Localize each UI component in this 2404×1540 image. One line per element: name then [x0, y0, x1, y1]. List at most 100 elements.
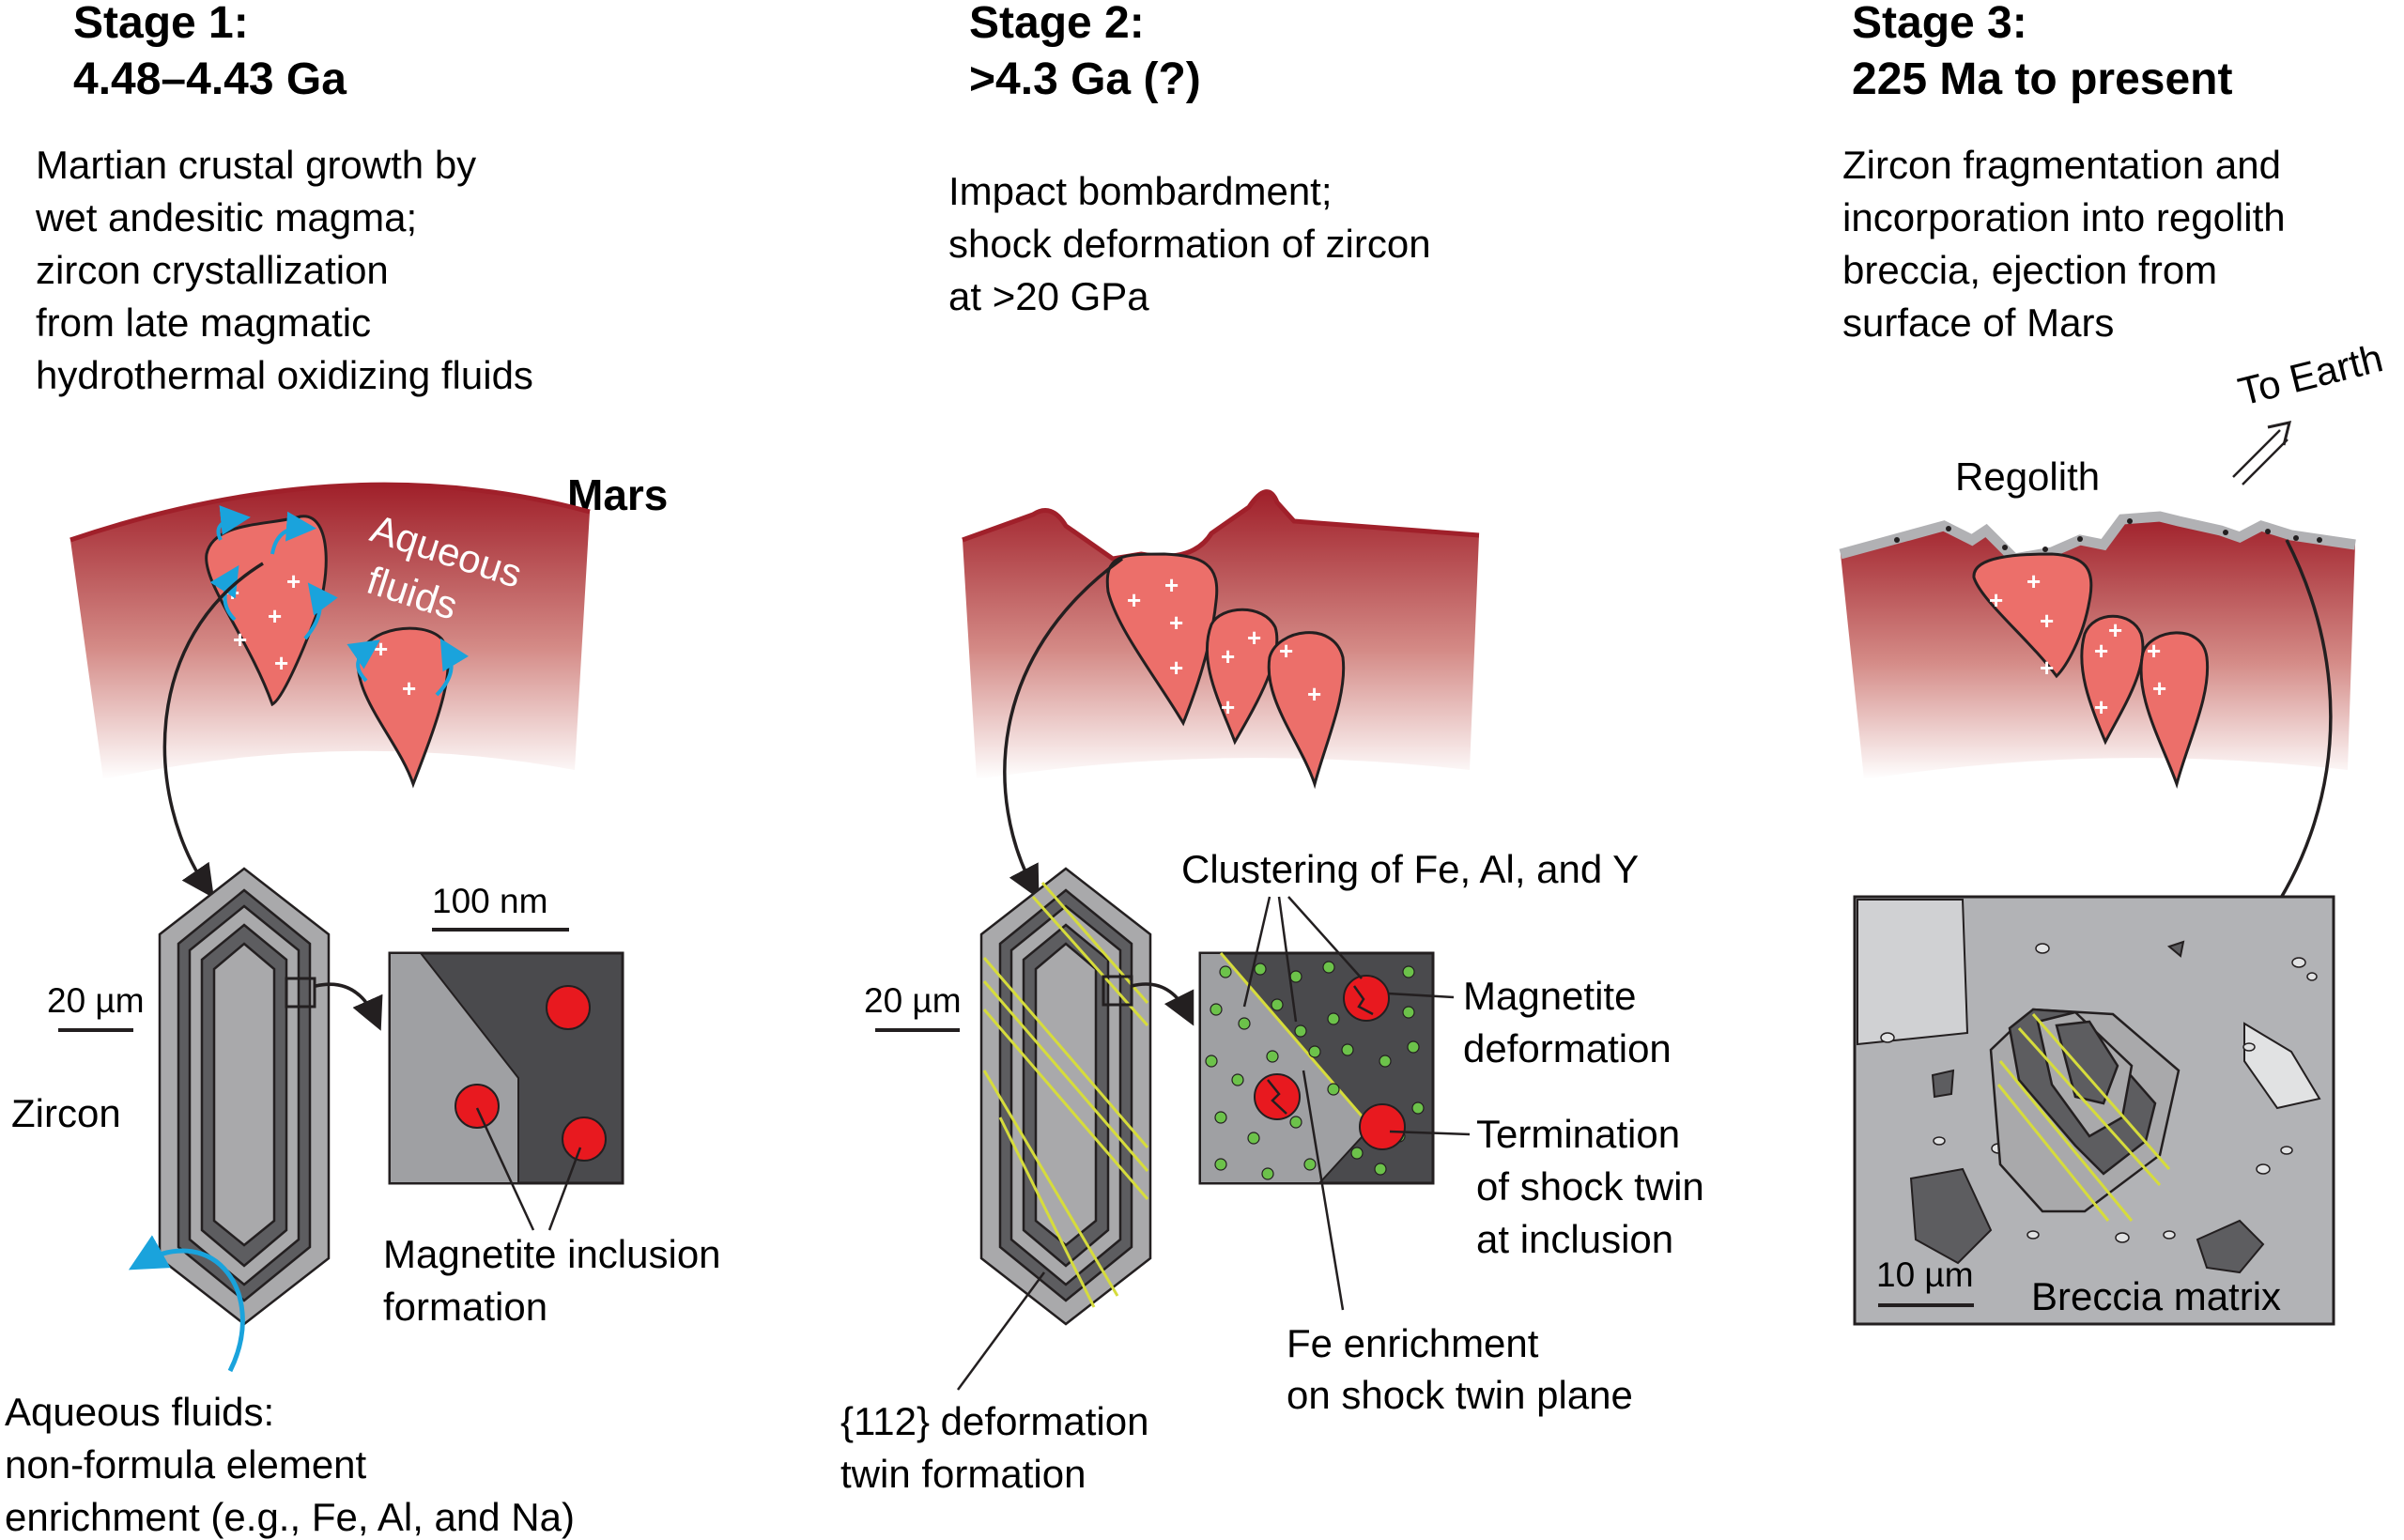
stage2-zoom-box: [1102, 975, 1133, 1007]
inclusion-label: Magnetite inclusion: [383, 1232, 721, 1276]
svg-text:+: +: [1307, 680, 1321, 708]
stage2-panel: Stage 2: >4.3 Ga (?) Impact bombardment;…: [840, 0, 1704, 1496]
stage2-zoom-arrow: [1131, 982, 1194, 1026]
stage1-pluton-crosses: +++ ++ ++: [225, 567, 416, 702]
fe-enrichment-leader: [1302, 1070, 1345, 1311]
stage3-scale-label: 10 µm: [1876, 1255, 1974, 1294]
stage3-pluton-crosses: +++ +++ +++: [1989, 567, 2166, 721]
svg-text:+: +: [1221, 693, 1235, 721]
stage2-crust-top: [962, 489, 1480, 562]
to-earth-arrow: [2232, 421, 2292, 485]
svg-text:+: +: [2040, 607, 2054, 635]
termination-label: of shock twin: [1476, 1164, 1704, 1209]
stage3-panel: Stage 3: 225 Ma to present Zircon fragme…: [1839, 0, 2387, 1326]
svg-text:+: +: [2094, 637, 2108, 665]
stage3-age: 225 Ma to present: [1852, 54, 2232, 104]
magnetite-deformation-label: deformation: [1463, 1026, 1672, 1070]
svg-text:+: +: [2040, 654, 2054, 682]
svg-text:+: +: [1164, 571, 1179, 599]
svg-text:+: +: [1989, 586, 2003, 614]
svg-text:+: +: [1169, 654, 1183, 682]
stage1-desc-line: hydrothermal oxidizing fluids: [36, 353, 533, 397]
stage2-title: Stage 2:: [969, 0, 1145, 48]
svg-text:+: +: [2147, 637, 2161, 665]
svg-text:+: +: [1247, 624, 1261, 652]
stage1-zoom-box: [285, 977, 316, 1009]
stage3-desc-line: surface of Mars: [1842, 300, 2114, 345]
svg-text:+: +: [1221, 642, 1235, 670]
stage3-pluton-mid: [2080, 614, 2145, 746]
stage1-desc-line: Martian crustal growth by: [36, 143, 476, 187]
stage2-zircon: [979, 867, 1152, 1326]
inclusion-label: formation: [383, 1285, 547, 1329]
to-earth-label: To Earth: [2234, 335, 2387, 413]
stage1-bottom-fluid-arrow: [128, 1235, 245, 1373]
svg-text:+: +: [1127, 586, 1141, 614]
zircon-label: Zircon: [11, 1091, 121, 1135]
stage1-zoom-arrow: [315, 982, 383, 1031]
stage3-regolith-layer: [1839, 511, 2356, 564]
regolith-label: Regolith: [1955, 454, 2100, 499]
svg-text:+: +: [2152, 674, 2166, 702]
stage1-fluid-arrows: [209, 505, 470, 697]
stage1-crust: [70, 485, 590, 779]
svg-text:+: +: [286, 567, 300, 595]
stage1-age: 4.48–4.43 Ga: [73, 54, 347, 104]
stage3-twin-lines: [1996, 1013, 2171, 1222]
svg-text:+: +: [374, 635, 388, 663]
svg-text:+: +: [2026, 567, 2041, 595]
stage1-scale-label: 20 µm: [47, 981, 145, 1020]
stage1-desc-line: from late magmatic: [36, 300, 371, 345]
stage1-panel: Stage 1: 4.48–4.43 Ga Martian crustal gr…: [5, 0, 721, 1539]
stage2-link-arrow: [1003, 557, 1124, 900]
fe-enrichment-label: on shock twin plane: [1287, 1373, 1633, 1417]
stage1-inset-scale-label: 100 nm: [432, 882, 547, 920]
fluid-note: enrichment (e.g., Fe, Al, and Na): [5, 1495, 575, 1539]
stage1-description: Martian crustal growth by wet andesitic …: [35, 143, 533, 397]
fluid-note: non-formula element: [5, 1442, 367, 1486]
svg-text:+: +: [2094, 693, 2108, 721]
stage2-desc-line: Impact bombardment;: [948, 169, 1333, 213]
stage1-magnetite-inclusions: [455, 985, 607, 1162]
svg-text:+: +: [233, 625, 247, 654]
stage2-desc-line: shock deformation of zircon: [948, 222, 1431, 266]
termination-label: Termination: [1476, 1112, 1680, 1156]
svg-text:+: +: [1169, 608, 1183, 637]
stage3-pluton-large: [1972, 552, 2093, 679]
stage2-pluton-mid: [1205, 608, 1279, 746]
fe-enrichment-label: Fe enrichment: [1287, 1321, 1539, 1365]
twin-leader: [956, 1271, 1046, 1391]
svg-text:+: +: [274, 649, 288, 677]
stage3-title: Stage 3:: [1852, 0, 2027, 48]
stage1-desc-line: wet andesitic magma;: [35, 195, 417, 239]
twin-formation-label: {112} deformation: [840, 1399, 1148, 1443]
stage1-zircon: [158, 867, 331, 1326]
svg-text:+: +: [268, 602, 282, 630]
termination-leader: [1389, 1130, 1471, 1136]
magnetite-deformation-label: Magnetite: [1463, 974, 1636, 1018]
stage2-age: >4.3 Ga (?): [969, 54, 1201, 104]
stage1-pluton-small: [356, 626, 450, 789]
stage1-crust-top: [69, 482, 591, 543]
stage1-inclusion-leaders: [475, 1107, 582, 1231]
magnetite-leader: [1387, 992, 1455, 999]
stage2-scale-label: 20 µm: [864, 981, 962, 1020]
stage1-link-arrow: [162, 562, 264, 899]
stage3-desc-line: Zircon fragmentation and: [1842, 143, 2281, 187]
svg-text:+: +: [402, 674, 416, 702]
twin-formation-label: twin formation: [840, 1452, 1086, 1496]
stage2-magnetite-inclusions: [1254, 975, 1406, 1150]
stage3-pluton-small: [2139, 631, 2210, 790]
stage2-pluton-small: [1267, 631, 1346, 790]
stage2-cluster-leaders: [1242, 896, 1363, 1023]
stage2-twin-lines: [982, 882, 1149, 1308]
stage2-cluster-dots: [1205, 961, 1425, 1180]
stage3-desc-line: incorporation into regolith: [1842, 195, 2286, 239]
stage3-desc-line: breccia, ejection from: [1842, 248, 2217, 292]
stage3-breccia-box: [1853, 895, 2335, 1326]
svg-text:+: +: [2108, 616, 2122, 644]
stage2-pluton-crosses: + + + + + + + + +: [1127, 571, 1321, 721]
svg-text:+: +: [1279, 637, 1293, 665]
breccia-matrix-label: Breccia matrix: [2031, 1274, 2281, 1318]
